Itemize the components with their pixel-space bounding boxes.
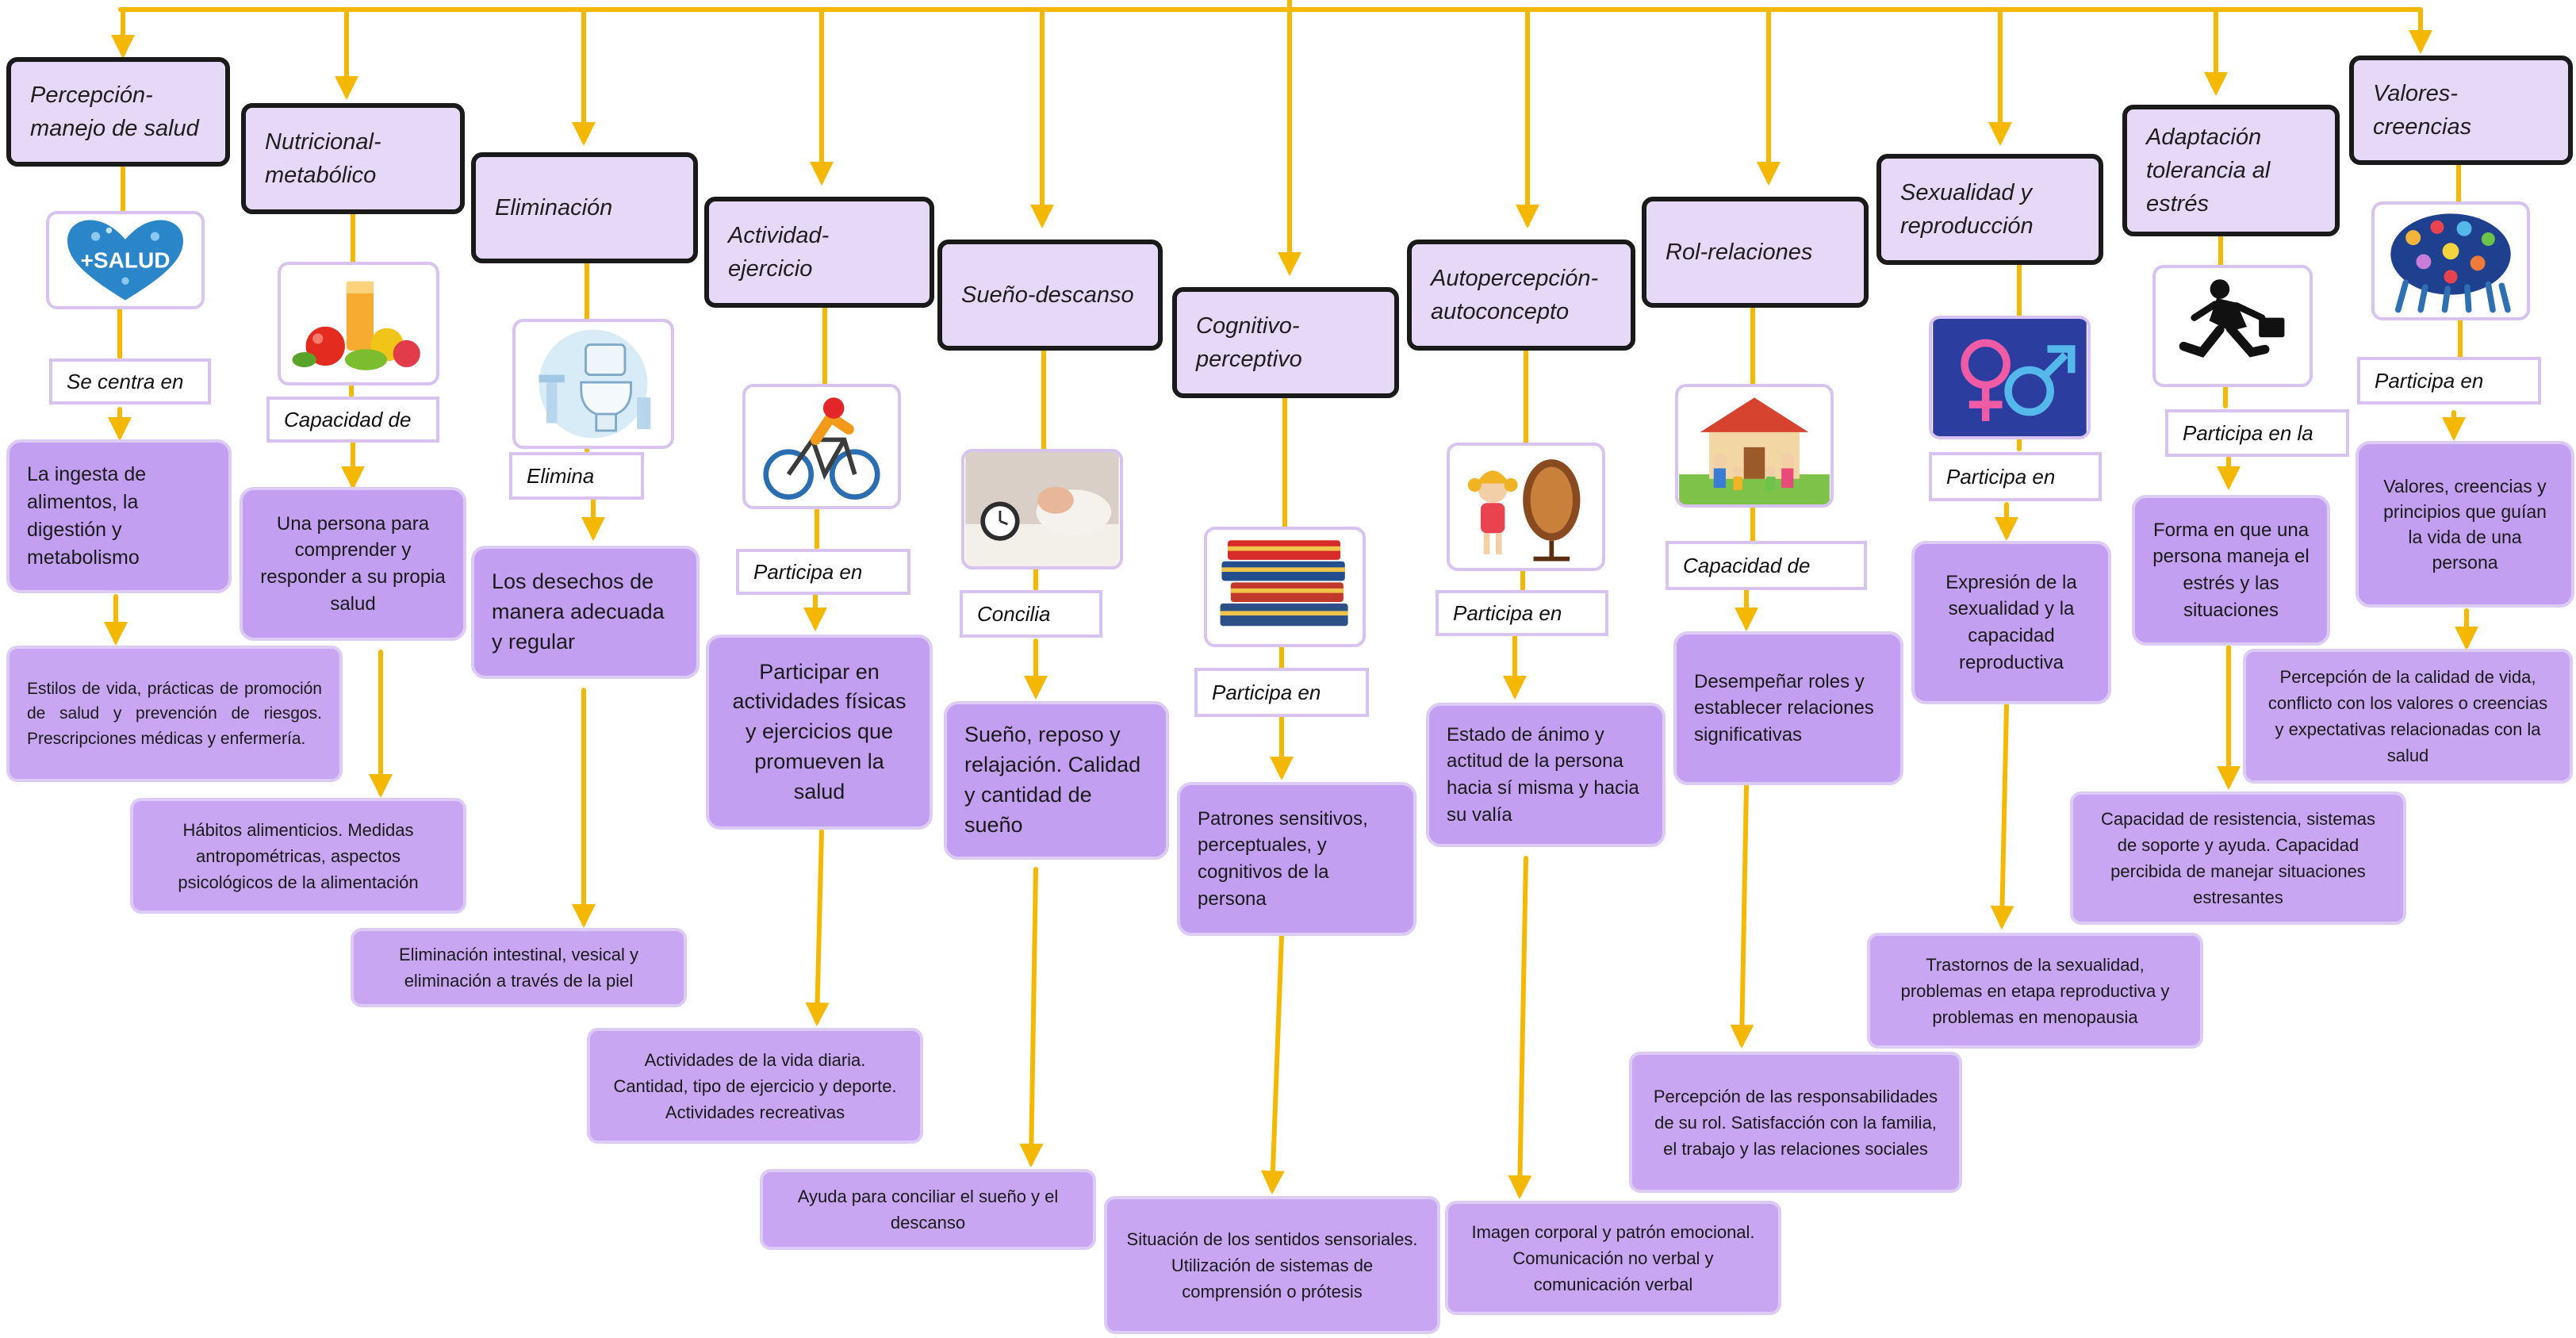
image-valores: [2371, 201, 2530, 320]
example-box: Situación de los sentidos sensoriales. U…: [1104, 1196, 1440, 1334]
image-eliminacion: [512, 319, 674, 449]
running-businessman-icon: [2179, 279, 2285, 358]
example-box: Capacidad de resistencia, sistemas de so…: [2070, 792, 2406, 925]
example-box: Hábitos alimenticios. Medidas antropomét…: [130, 798, 466, 914]
image-sexualidad: [1929, 316, 2091, 439]
description-box: Desempeñar roles y establecer relaciones…: [1673, 631, 1903, 785]
example-box: Percepción de la calidad de vida, confli…: [2243, 649, 2573, 784]
description-box: Estado de ánimo y actitud de la persona …: [1426, 703, 1666, 847]
example-box: Imagen corporal y patrón emocional. Comu…: [1445, 1201, 1781, 1315]
pattern-title: Valores-creencias: [2373, 80, 2472, 140]
example-box: Trastornos de la sexualidad, problemas e…: [1867, 933, 2203, 1049]
pattern-autopercepcion-autoconcepto: Autopercepción-autoconcepto: [1407, 240, 1635, 351]
example-box: Eliminación intestinal, vesical y elimin…: [351, 928, 687, 1007]
description-box: Patrones sensitivos, perceptuales, y cog…: [1177, 782, 1416, 936]
gender-symbols-icon: [1933, 319, 2087, 436]
pattern-title: Sexualidad y reproducción: [1900, 179, 2034, 239]
relation-label: Se centra en: [49, 358, 211, 404]
image-rol: [1675, 384, 1834, 508]
pattern-sueno-descanso: Sueño-descanso: [937, 240, 1163, 351]
relation-label: Participa en: [736, 549, 910, 595]
pattern-title: Nutricional-metabólico: [265, 128, 381, 188]
description-box: Una persona para comprender y responder …: [240, 487, 466, 641]
image-cognitivo: [1204, 527, 1366, 647]
image-actividad: [742, 384, 901, 509]
description-box: Sueño, reposo y relajación. Calidad y ca…: [944, 701, 1169, 860]
pattern-rol-relaciones: Rol-relaciones: [1642, 197, 1869, 308]
pattern-title: Adaptación tolerancia al estrés: [2146, 124, 2271, 217]
pattern-percepcion-manejo-salud: Percepción-manejo de salud: [6, 57, 230, 167]
pattern-title: Actividad-ejercicio: [728, 222, 830, 282]
pattern-adaptacion-tolerancia-estres: Adaptación tolerancia al estrés: [2122, 105, 2340, 236]
description-box: Expresión de la sexualidad y la capacida…: [1911, 541, 2111, 704]
pattern-valores-creencias: Valores-creencias: [2349, 56, 2573, 165]
image-autopercepcion: [1447, 443, 1605, 571]
example-box: Percepción de las responsabilidades de s…: [1629, 1052, 1962, 1193]
relation-label: Participa en la: [2165, 409, 2349, 457]
example-box: Ayuda para conciliar el sueño y el desca…: [760, 1169, 1096, 1250]
svg-text:+SALUD: +SALUD: [81, 247, 171, 272]
description-box: Valores, creencias y principios que guía…: [2356, 441, 2574, 608]
pattern-cognitivo-perceptivo: Cognitivo-perceptivo: [1172, 287, 1399, 398]
cyclist-icon: [763, 397, 880, 500]
image-nutricion: [278, 262, 439, 385]
description-box: La ingesta de alimentos, la digestión y …: [6, 439, 232, 593]
pattern-title: Percepción-manejo de salud: [30, 82, 199, 141]
relation-label: Concilia: [960, 590, 1102, 638]
family-house-icon: [1679, 397, 1830, 504]
pattern-title: Autopercepción-autoconcepto: [1431, 265, 1599, 324]
pattern-title: Eliminación: [495, 194, 613, 220]
pattern-eliminacion: Eliminación: [471, 152, 698, 263]
relation-label: Participa en: [1929, 452, 2102, 501]
relation-label: Participa en: [1436, 590, 1608, 636]
raised-hands-icon: [2390, 213, 2511, 313]
relation-label: Capacidad de: [1666, 541, 1867, 590]
description-box: Participar en actividades físicas y ejer…: [706, 634, 933, 830]
pattern-actividad-ejercicio: Actividad-ejercicio: [704, 197, 934, 308]
sleeping-alarm-icon: [965, 452, 1119, 566]
example-box: Estilos de vida, prácticas de promoción …: [6, 646, 343, 782]
image-adaptacion: [2152, 265, 2313, 387]
description-box: Los desechos de manera adecuada y regula…: [471, 546, 700, 679]
pattern-title: Cognitivo-perceptivo: [1196, 312, 1302, 372]
pattern-title: Sueño-descanso: [961, 282, 1134, 308]
relation-label: Participa en: [1194, 668, 1369, 717]
relation-label: Elimina: [509, 452, 644, 500]
image-sueno: [961, 449, 1123, 569]
salud-heart-icon: +SALUD: [67, 220, 183, 301]
description-box: Forma en que una persona maneja el estré…: [2132, 495, 2330, 646]
relation-label: Participa en: [2357, 357, 2541, 404]
toilet-icon: [539, 329, 651, 439]
relation-label: Capacidad de: [266, 397, 439, 443]
example-box: Actividades de la vida diaria. Cantidad,…: [587, 1028, 923, 1144]
image-salud: +SALUD: [46, 211, 205, 309]
girl-mirror-icon: [1467, 459, 1581, 562]
pattern-sexualidad-reproduccion: Sexualidad y reproducción: [1876, 154, 2103, 265]
pattern-nutricional-metabolico: Nutricional-metabólico: [241, 103, 465, 214]
pattern-title: Rol-relaciones: [1666, 239, 1813, 265]
fruit-juice-icon: [292, 281, 420, 370]
books-icon: [1220, 540, 1348, 627]
